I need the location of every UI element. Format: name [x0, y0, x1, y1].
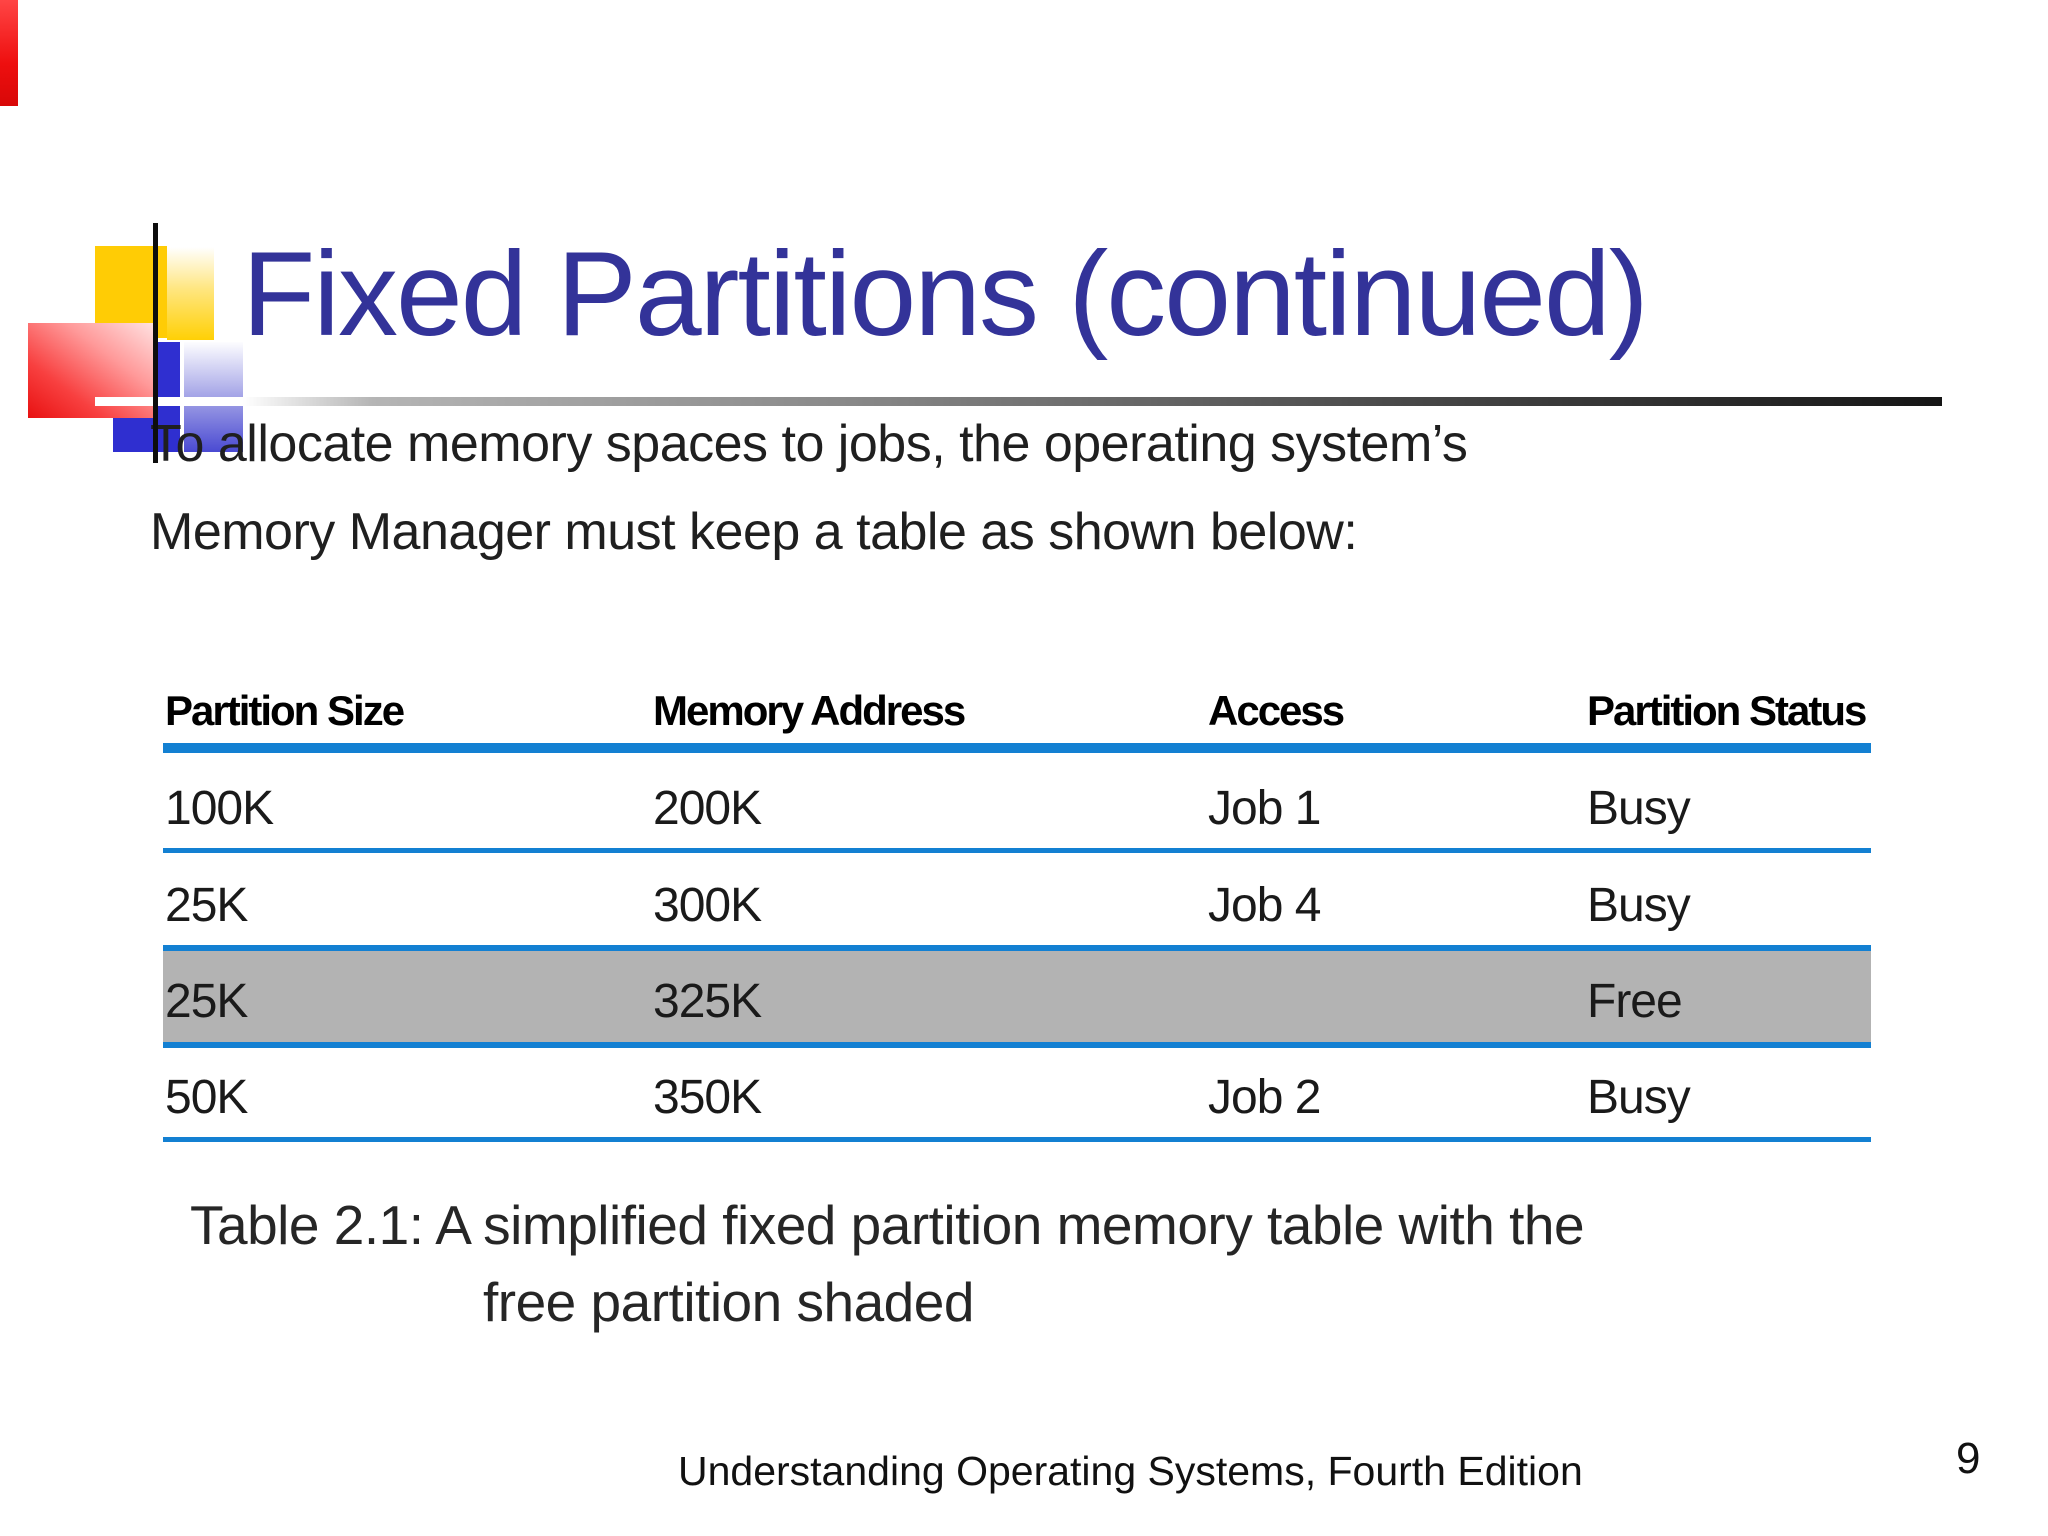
body-text-line2: Memory Manager must keep a table as show…: [150, 503, 1358, 561]
cell-partition-size: 100K: [165, 782, 274, 835]
cell-memory-address: 325K: [653, 975, 762, 1028]
cell-memory-address: 350K: [653, 1071, 762, 1124]
body-text: To allocate memory spaces to jobs, the o…: [150, 400, 1468, 576]
footer-text: Understanding Operating Systems, Fourth …: [678, 1448, 1583, 1494]
header-rule: [163, 743, 1871, 753]
table-row-shaded: 25K 325K Free: [163, 978, 1871, 1028]
cell-access: Job 4: [1208, 879, 1321, 932]
cell-partition-status: Busy: [1587, 782, 1691, 835]
table-row: 50K 350K Job 2 Busy: [163, 1074, 1871, 1124]
body-text-line1: To allocate memory spaces to jobs, the o…: [150, 415, 1468, 473]
shaded-row-band: [163, 945, 1871, 1048]
column-header-partition-size: Partition Size: [165, 687, 405, 734]
cell-partition-size: 50K: [165, 1071, 248, 1124]
column-header-access: Access: [1208, 687, 1345, 734]
cell-partition-size: 25K: [165, 975, 248, 1028]
table-caption-line1: Table 2.1: A simplified fixed partition …: [190, 1194, 1585, 1256]
cell-memory-address: 200K: [653, 782, 762, 835]
cell-access: Job 2: [1208, 1071, 1321, 1124]
cell-partition-status: Busy: [1587, 879, 1691, 932]
cell-access: Job 1: [1208, 782, 1321, 835]
corner-accent-bar: [0, 0, 18, 106]
table-row: 25K 300K Job 4 Busy: [163, 882, 1871, 932]
row-divider: [163, 848, 1871, 853]
page-number: 9: [1956, 1434, 1981, 1483]
table-bottom-rule: [163, 1137, 1871, 1142]
cell-partition-status: Busy: [1587, 1071, 1691, 1124]
memory-table: Partition Size Memory Address Access Par…: [163, 690, 1871, 1150]
page-title: Fixed Partitions (continued): [242, 227, 1649, 361]
table-row: 100K 200K Job 1 Busy: [163, 785, 1871, 835]
logo-yellow-gradient-square: [167, 247, 214, 340]
column-header-partition-status: Partition Status: [1587, 687, 1867, 734]
logo-vertical-line: [153, 223, 158, 463]
cell-partition-size: 25K: [165, 879, 248, 932]
cell-memory-address: 300K: [653, 879, 762, 932]
table-caption-line2: free partition shaded: [483, 1271, 974, 1333]
column-header-memory-address: Memory Address: [653, 687, 966, 734]
title-underline-rule: [95, 397, 1942, 406]
cell-partition-status: Free: [1587, 975, 1683, 1028]
